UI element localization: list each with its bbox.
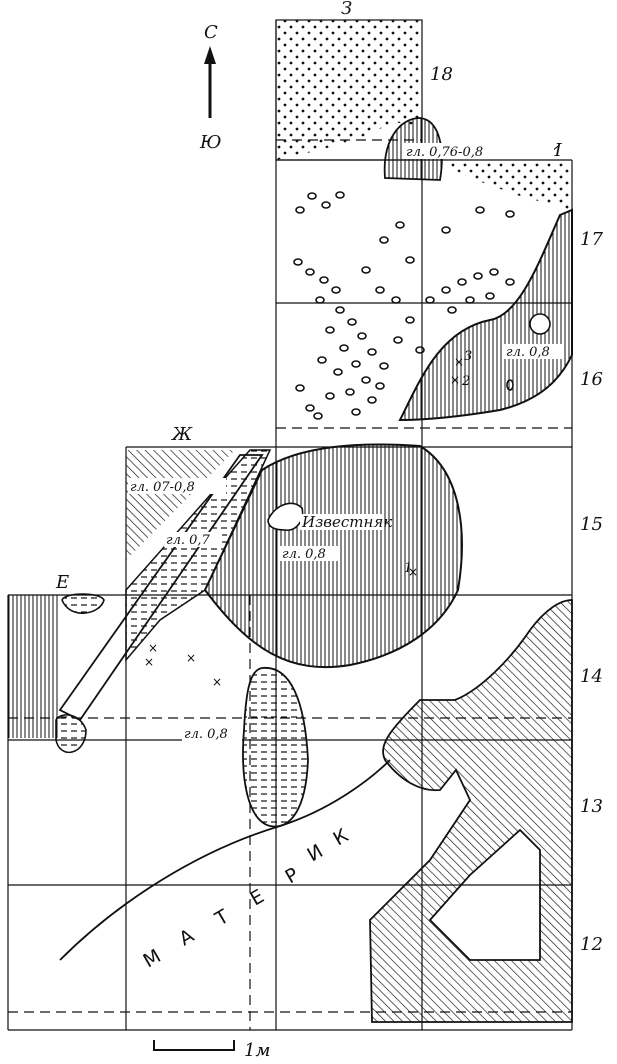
svg-text:×: ×: [144, 655, 154, 669]
compass: С Ю: [199, 22, 221, 153]
find-label-3: 3: [464, 349, 472, 364]
compass-north-label: С: [204, 22, 218, 43]
depth-label-5: гл. 0,8: [282, 547, 326, 562]
depth-label-2: гл. 0,8: [506, 345, 550, 360]
bedrock-letter: К: [330, 824, 354, 850]
svg-text:×: ×: [148, 641, 158, 655]
baulk-lines: [8, 139, 572, 1030]
limestone-label: Известняк: [301, 513, 392, 531]
row-label-13: 13: [580, 796, 603, 817]
sand-layer-top: [276, 20, 422, 160]
depth-label-3: гл. 07-0,8: [130, 480, 195, 495]
column-label-e: Е: [55, 572, 69, 593]
west-pit-lower: [55, 714, 87, 754]
find-label-1: 1: [404, 561, 412, 576]
svg-text:×: ×: [212, 675, 222, 689]
svg-text:×: ×: [408, 565, 418, 579]
depth-label-1: гл. 0,76-0,8: [406, 145, 483, 160]
bedrock-boundary: [59, 759, 391, 961]
compass-south-label: Ю: [199, 132, 221, 153]
bedrock-letter: Т: [211, 905, 234, 931]
svg-text:×: ×: [454, 355, 464, 369]
ditch-band-upper: [126, 450, 235, 560]
stones: [293, 191, 516, 420]
find-label-2: 2: [461, 374, 470, 389]
west-pit-upper: [61, 593, 105, 614]
pit-16: [398, 208, 573, 422]
svg-text:×: ×: [186, 651, 196, 665]
shell-icon: [529, 313, 551, 335]
column-label-z: З: [341, 0, 352, 19]
bedrock-letter: А: [176, 924, 199, 950]
structure-right: [369, 599, 573, 1023]
column-label-zh: Ж: [170, 424, 193, 445]
row-label-17: 17: [580, 229, 603, 250]
depth-label-4: гл. 0,7: [166, 533, 211, 548]
row-label-14: 14: [580, 666, 603, 687]
bedrock-label: М А Т Е Р И К: [140, 824, 354, 972]
sand-layer-right: [436, 160, 572, 210]
row-label-16: 16: [580, 369, 603, 390]
west-hatched: [8, 595, 58, 738]
row-label-12: 12: [580, 934, 603, 955]
bedrock-letter: М: [140, 945, 166, 973]
row-label-15: 15: [580, 514, 603, 535]
row-label-18: 18: [430, 64, 453, 85]
find-crosses: ×××× ×××: [144, 355, 464, 689]
depth-label-6: гл. 0,8: [184, 727, 228, 742]
scale-label: 1м: [244, 1040, 270, 1061]
bedrock-letter: И: [304, 840, 328, 867]
svg-text:×: ×: [450, 373, 460, 387]
scale-bar: 1м: [153, 1040, 270, 1061]
limestone-block: [267, 502, 304, 531]
